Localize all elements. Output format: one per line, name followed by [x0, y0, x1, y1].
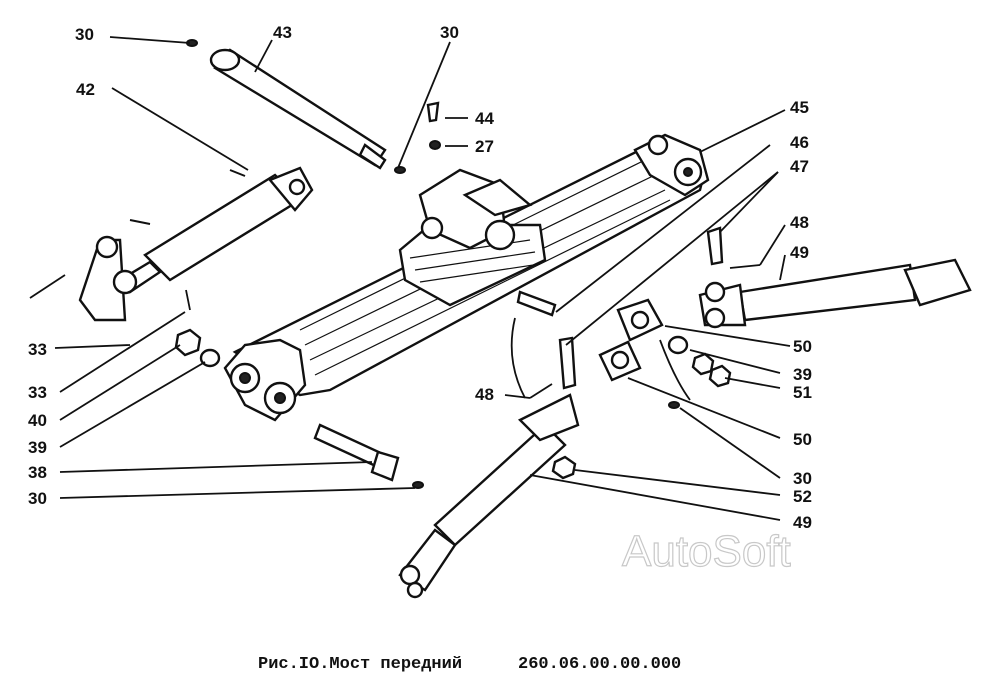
callout-27: 27: [475, 137, 494, 156]
callout-39-right: 39: [793, 365, 812, 384]
right-tie-rod: [698, 226, 972, 329]
callout-44: 44: [475, 109, 494, 128]
callout-48-center: 48: [475, 385, 494, 404]
pivot-pin: [209, 48, 387, 170]
nuts-and-washers: [174, 101, 732, 480]
bolt-38: [313, 423, 400, 482]
figure-caption: Рис.IO.Мост передний 260.06.00.00.000: [258, 655, 681, 674]
callout-52: 52: [793, 487, 812, 506]
figure-code: 260.06.00.00.000: [518, 655, 681, 674]
callout-50-upper: 50: [793, 337, 812, 356]
leader-lines: [54, 36, 791, 521]
knuckle-clamps: [598, 298, 664, 382]
left-hydraulic-cylinder: [78, 166, 314, 322]
bolt-45: [516, 290, 557, 317]
callout-42: 42: [76, 80, 95, 99]
callout-50-lower: 50: [793, 430, 812, 449]
callout-30-top-left: 30: [75, 25, 94, 44]
callout-40: 40: [28, 411, 47, 430]
callout-49-bottom: 49: [793, 513, 812, 532]
callout-48-right: 48: [790, 213, 809, 232]
callout-30-right: 30: [793, 469, 812, 488]
callout-39-left: 39: [28, 438, 47, 457]
callout-38: 38: [28, 463, 47, 482]
callout-labels: 30 43 30 42 44 27 45 46 47 48 49 33 33 4…: [28, 23, 812, 532]
callout-47: 47: [790, 157, 809, 176]
callout-49-right: 49: [790, 243, 809, 262]
callout-30-bottom-left: 30: [28, 489, 47, 508]
callout-43: 43: [273, 23, 292, 42]
callout-45: 45: [790, 98, 809, 117]
callout-30-top-center: 30: [440, 23, 459, 42]
callout-51: 51: [793, 383, 812, 402]
cotter-pins: [29, 39, 761, 489]
callout-33-lower: 33: [28, 383, 47, 402]
watermark: AutoSoft: [622, 527, 791, 576]
callout-46: 46: [790, 133, 809, 152]
lower-tie-rod: [398, 336, 580, 599]
callout-33-upper: 33: [28, 340, 47, 359]
front-axle-beam: [223, 133, 710, 422]
figure-title: Рис.IO.Мост передний: [258, 655, 462, 674]
